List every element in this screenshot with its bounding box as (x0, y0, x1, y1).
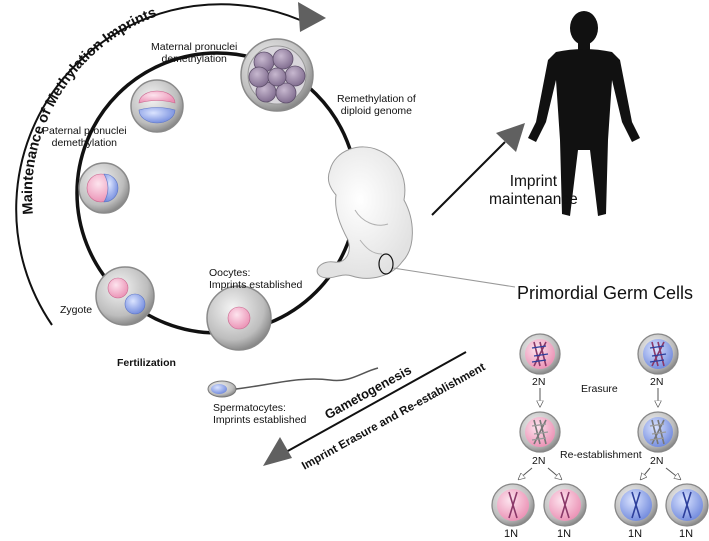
maintenance-arc (15, 3, 301, 326)
arrow-split-male-right (665, 467, 680, 479)
fertilization-label: Fertilization (117, 357, 176, 369)
arrow-split-male-left (641, 467, 651, 479)
ploidy-label-gamete-1: 1N (504, 528, 519, 540)
gamete-cell-male-2 (665, 483, 709, 527)
gametogenesis-arrow-shaft (285, 351, 467, 453)
pgc-title: Primordial Germ Cells (517, 283, 694, 303)
pgc-cell-male-erased (637, 411, 679, 453)
remethylation-label: Remethylation of diploid genome (337, 93, 416, 117)
maintenance-arrow-shaft (431, 141, 506, 216)
ploidy-label-female-top: 2N (532, 376, 546, 388)
zygote-cell (95, 266, 155, 326)
pgc-cell-female-erased (519, 411, 561, 453)
morula-cell (240, 38, 314, 112)
pgc-pointer-line (392, 267, 516, 288)
reestablishment-label: Re-establishment (560, 449, 642, 461)
maternal-pronuclei-label: Maternal pronuclei demethylation (151, 41, 238, 65)
arc-arrowhead (298, 2, 326, 32)
maintenance-arrowhead (496, 123, 525, 152)
spermatocytes-label: Spermatocytes: Imprints established (213, 402, 307, 426)
zygote-label: Zygote (60, 304, 93, 316)
gamete-cell-male-1 (614, 483, 658, 527)
pgc-cell-female-2n (519, 333, 561, 375)
arrow-split-female-right (547, 467, 561, 479)
gamete-cell-female-2 (543, 483, 587, 527)
human-silhouette (528, 11, 640, 216)
paternal-pronuclei-label: Paternal pronuclei demethylation (42, 125, 127, 149)
ploidy-label-gamete-2: 1N (557, 528, 572, 540)
arrow-split-female-left (519, 467, 533, 479)
erasure-label: Erasure (581, 383, 618, 395)
ploidy-label-gamete-3: 1N (628, 528, 643, 540)
ploidy-label-female-mid: 2N (532, 455, 546, 467)
pgc-cell-male-2n (637, 333, 679, 375)
sperm-illustration (207, 367, 379, 398)
oocytes-label: Oocytes: Imprints established (209, 267, 303, 291)
imprint-maintenance-label: Imprint maintenance (489, 173, 578, 208)
ploidy-label-male-mid: 2N (650, 455, 664, 467)
gamete-cell-female-1 (491, 483, 535, 527)
oocyte-cell (206, 285, 272, 351)
gametogenesis-arrowhead (263, 437, 292, 466)
paternal-pronuclei-cell (78, 162, 130, 214)
maternal-pronuclei-cell (130, 79, 184, 133)
ploidy-label-gamete-4: 1N (679, 528, 694, 540)
embryo-illustration (316, 146, 413, 279)
ploidy-label-male-top: 2N (650, 376, 664, 388)
